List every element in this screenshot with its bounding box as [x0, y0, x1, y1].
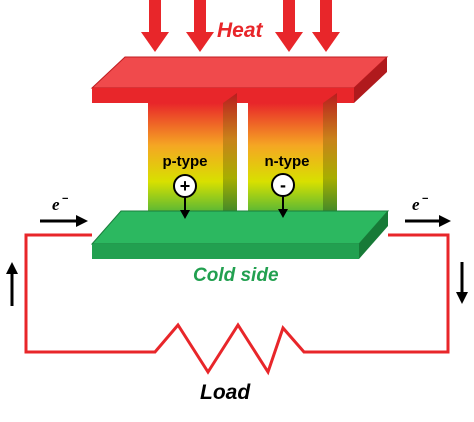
svg-text:−: − [422, 193, 428, 205]
down-arrow-icon [275, 0, 303, 52]
left-electron-label: e − [52, 193, 68, 214]
right-arrow-icon [405, 215, 451, 227]
heat-label: Heat [217, 19, 264, 42]
circuit-wire [24, 233, 450, 376]
n-type-leg [248, 93, 337, 224]
minus-sign: - [280, 175, 286, 195]
down-arrow-icon [456, 262, 468, 304]
p-type-label: p-type [163, 153, 208, 170]
load-label: Load [200, 381, 251, 404]
hole-carrier: + [173, 174, 197, 198]
down-arrow-icon [312, 0, 340, 52]
down-arrow-icon [141, 0, 169, 52]
cold-side-label: Cold side [193, 265, 279, 286]
down-arrow-icon [278, 196, 288, 218]
hot-plate [90, 56, 389, 103]
svg-text:−: − [62, 193, 68, 205]
p-type-leg [148, 93, 237, 224]
heat-arrows [141, 0, 340, 52]
right-electron-label: e − [412, 193, 428, 214]
right-arrow-icon [40, 215, 88, 227]
cold-plate [90, 210, 390, 259]
up-arrow-icon [6, 262, 18, 306]
down-arrow-icon [180, 197, 190, 219]
down-arrow-icon [186, 0, 214, 52]
electron-carrier: - [271, 173, 295, 197]
svg-text:e: e [52, 195, 60, 214]
n-type-label: n-type [265, 153, 310, 170]
svg-text:e: e [412, 195, 420, 214]
plus-sign: + [180, 176, 191, 196]
